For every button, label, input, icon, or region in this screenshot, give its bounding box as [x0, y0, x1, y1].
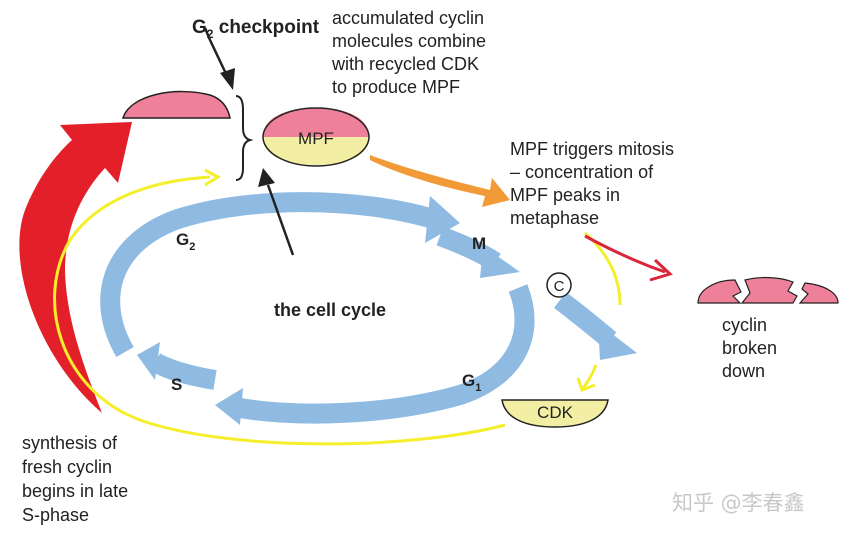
mpf-complex	[262, 107, 370, 167]
svg-text:MPF peaks in: MPF peaks in	[510, 185, 620, 205]
cyclin-broken-note: cyclin broken down	[722, 315, 777, 381]
mpf-triggers-note: MPF triggers mitosis – concentration of …	[510, 139, 674, 228]
bracket	[235, 95, 254, 181]
center-label: the cell cycle	[274, 300, 386, 320]
center-up-arrow	[258, 168, 295, 256]
svg-text:broken: broken	[722, 338, 777, 358]
cdk-shape	[501, 399, 609, 428]
phase-g2-label: G2	[176, 230, 195, 253]
svg-text:molecules combine: molecules combine	[332, 31, 486, 51]
checkpoint-arrow	[203, 27, 235, 90]
svg-text:fresh cyclin: fresh cyclin	[22, 457, 112, 477]
svg-text:begins in late: begins in late	[22, 481, 128, 501]
svg-text:metaphase: metaphase	[510, 208, 599, 228]
red-breakdown-arrow	[584, 234, 673, 282]
circle-c	[546, 272, 572, 298]
phase-m-label: M	[472, 234, 486, 253]
cycle-ellipse	[100, 192, 637, 425]
svg-text:accumulated cyclin: accumulated cyclin	[332, 8, 484, 28]
svg-text:with recycled CDK: with recycled CDK	[331, 54, 479, 74]
synthesis-note: synthesis of fresh cyclin begins in late…	[22, 433, 128, 525]
cdk-label: CDK	[537, 403, 574, 422]
watermark: 知乎 @李春鑫	[672, 491, 805, 515]
circle-c-label: C	[554, 278, 565, 295]
accumulated-note: accumulated cyclin molecules combine wit…	[331, 8, 486, 97]
yellow-cycle-arrow	[53, 168, 622, 446]
mpf-orange-arrow	[370, 155, 510, 207]
svg-text:S-phase: S-phase	[22, 505, 89, 525]
g2-checkpoint-title: G2 checkpoint	[192, 17, 320, 41]
svg-text:synthesis of: synthesis of	[22, 433, 118, 453]
synthesis-arrow	[19, 122, 132, 413]
svg-text:down: down	[722, 361, 765, 381]
svg-text:– concentration of: – concentration of	[510, 162, 654, 182]
phase-s-label: S	[171, 375, 182, 394]
svg-text:MPF triggers mitosis: MPF triggers mitosis	[510, 139, 674, 159]
broken-cyclin	[697, 276, 839, 304]
svg-text:to produce MPF: to produce MPF	[332, 77, 460, 97]
mpf-label: MPF	[298, 129, 334, 148]
phase-g1-label: G1	[462, 371, 481, 394]
cyclin-shape	[121, 90, 231, 119]
svg-text:cyclin: cyclin	[722, 315, 767, 335]
